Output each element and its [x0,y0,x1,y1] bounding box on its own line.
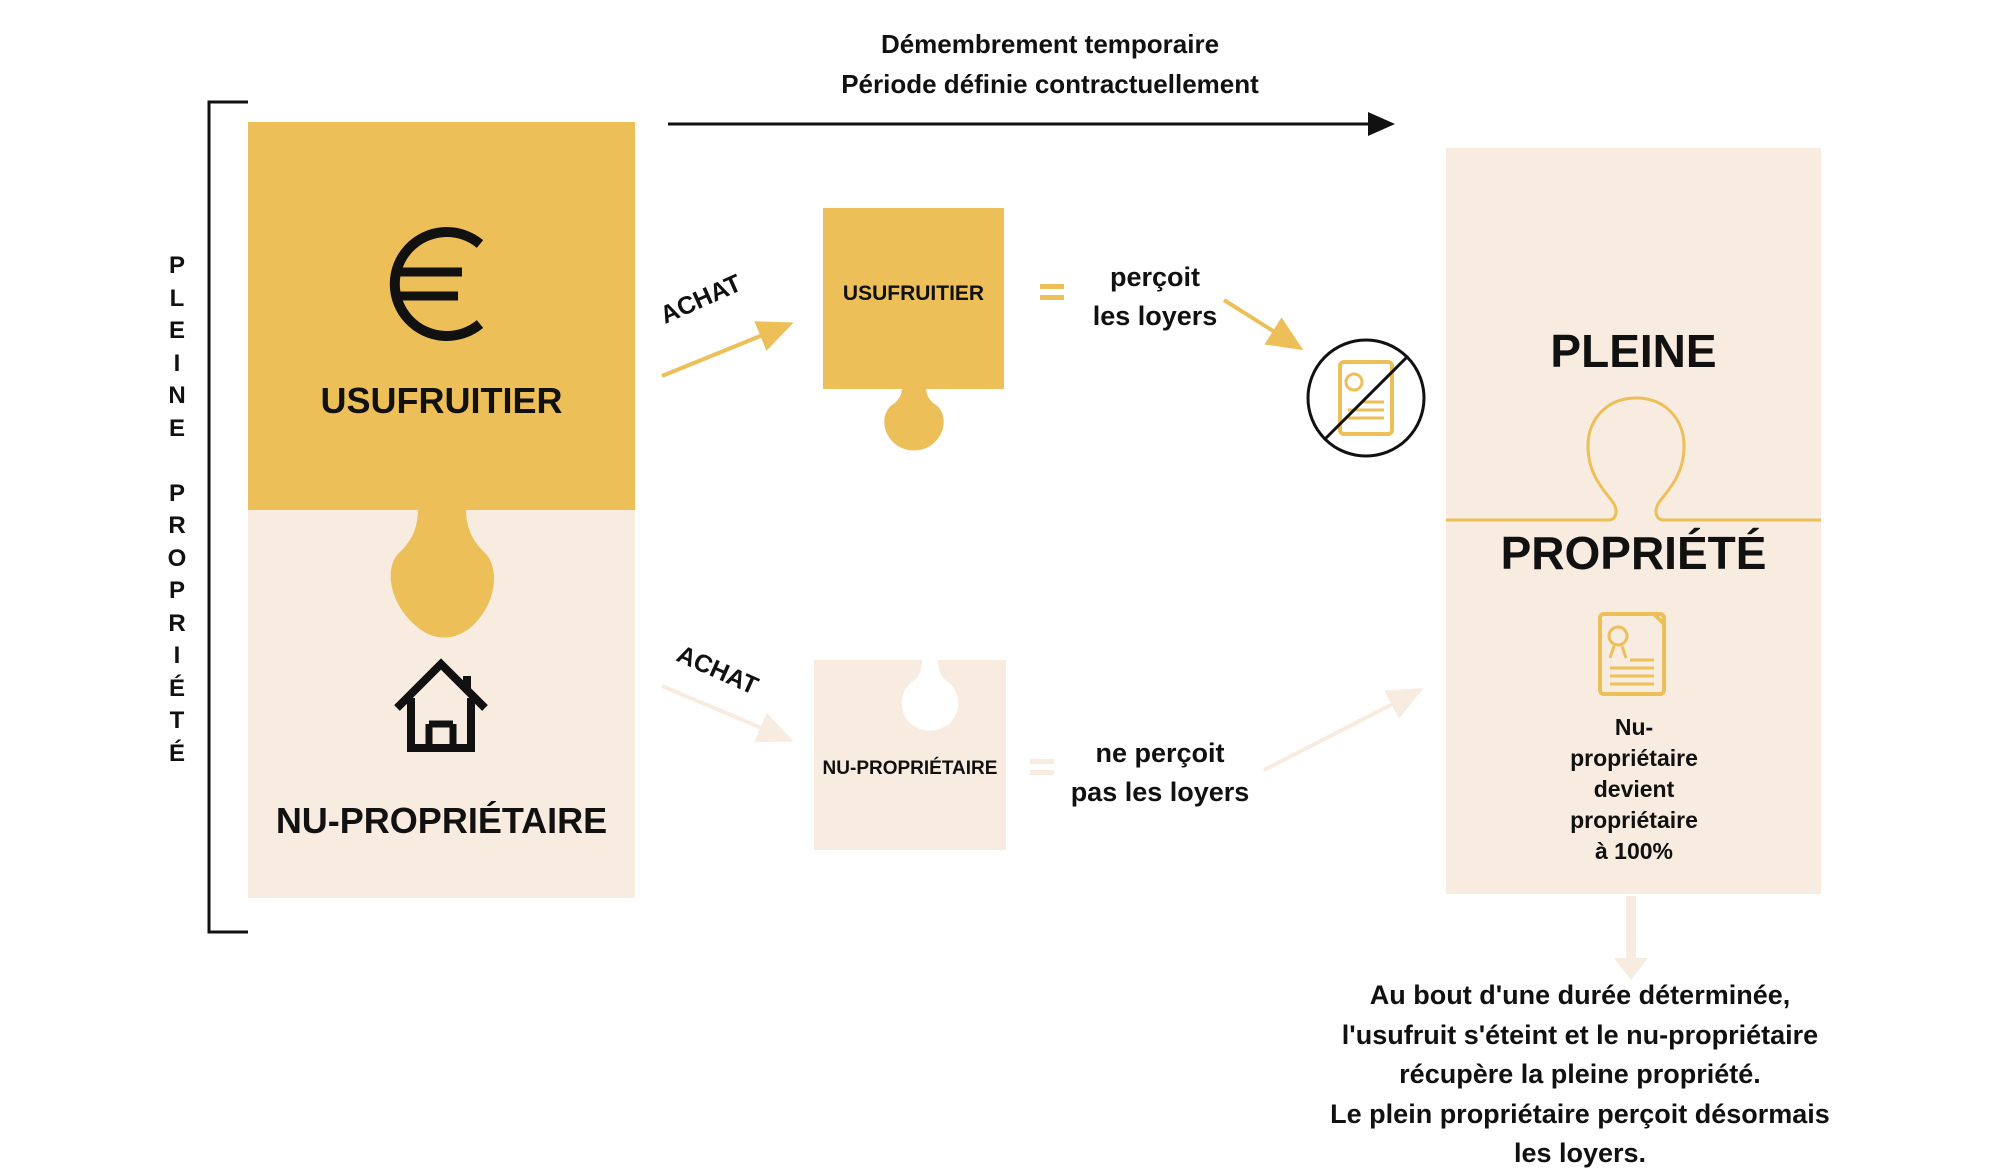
vertical-letter: P [168,577,185,604]
usufruitier-description-line-2: les loyers [1092,301,1218,331]
right-caption-line: devient [1593,776,1675,802]
euro-icon [389,227,484,341]
no-deed-icon [1306,338,1426,458]
pleine-title: PLEINE [1550,325,1717,377]
left-nu-label: NU-PROPRIÉTAIRE [275,800,608,841]
right-block-puzzle-line [1446,396,1821,522]
achat-arrow-bottom [661,684,794,743]
vertical-letter: R [168,609,186,637]
right-caption: Nu- propriétaire devient propriétaire à … [1534,712,1734,867]
left-block-top [248,122,635,510]
vertical-letter: E [168,414,185,442]
vertical-letter: P [168,252,185,279]
equals-sign-top [1040,284,1064,300]
right-caption-line: à 100% [1594,838,1673,864]
usufruitier-description-line-1: perçoit [1109,262,1201,292]
left-usufruitier-label: USUFRUITIER [320,380,563,421]
footer-note: Au bout d'une durée déterminée, l'usufru… [1290,976,1870,1174]
footer-line: les loyers. [1513,1138,1647,1168]
vertical-letter: N [168,382,186,409]
middle-nu-label: NU-PROPRIÉTAIRE [822,758,998,779]
left-puzzle-knob [390,508,495,638]
footer-line: Au bout d'une durée déterminée, [1369,980,1791,1010]
header: Démembrement temporaire Période définie … [760,24,1340,104]
loyers-arrow [1222,298,1304,351]
right-caption-line: Nu- [1614,714,1654,740]
vertical-letter: T [169,707,185,734]
vertical-letter: P [168,479,185,507]
vertical-letter: É [168,674,185,702]
nu-description: ne perçoit pas les loyers [1050,734,1270,812]
propriete-title: PROPRIÉTÉ [1500,527,1767,579]
vertical-letter: L [169,284,185,312]
middle-nu-piece [814,660,1006,850]
deed-icon [1598,612,1666,696]
achat-arrow-top [661,321,794,378]
vertical-letter: O [167,544,187,572]
right-caption-line: propriétaire [1570,745,1698,771]
middle-usufruitier-knob [884,387,944,451]
middle-usufruitier-label: USUFRUITIER [842,282,985,305]
down-arrow-shaft [1626,896,1636,960]
nu-description-line-2: pas les loyers [1070,777,1250,807]
vertical-letter: R [168,512,186,539]
vertical-letter [164,445,190,478]
down-arrow-head [1614,958,1648,980]
vertical-letter: E [168,317,185,344]
footer-line: Le plein propriétaire perçoit désormais [1330,1098,1830,1129]
right-caption-line: propriétaire [1570,807,1698,833]
usufruitier-description: perçoit les loyers [1080,258,1230,336]
left-bracket [207,100,248,934]
header-line-2: Période définie contractuellement [841,69,1259,99]
vertical-letter: I [173,642,181,669]
header-line-1: Démembrement temporaire [880,29,1220,59]
footer-line: récupère la pleine propriété. [1399,1059,1761,1089]
vertical-letter: É [168,739,185,767]
house-icon [394,658,488,752]
vertical-label: P L E I N E P R O P R I É T É [164,250,190,770]
nu-arrow-to-right [1263,688,1424,772]
footer-line: l'usufruit s'éteint et le nu-propriétair… [1341,1019,1819,1050]
middle-usufruitier-piece [823,208,1004,389]
equals-sign-bottom [1030,759,1054,775]
vertical-letter: I [173,349,181,377]
nu-description-line-1: ne perçoit [1095,738,1225,768]
